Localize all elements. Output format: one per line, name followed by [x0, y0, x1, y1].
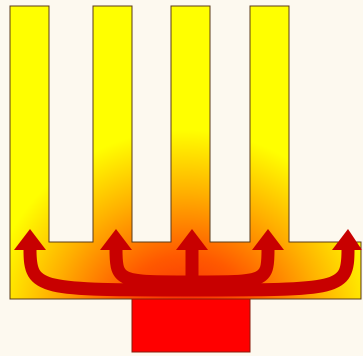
- heat-source-block: [132, 299, 250, 352]
- heat-gradient-fill: [0, 0, 363, 300]
- heat-sink: [0, 0, 363, 300]
- arrow-up-icon: [332, 229, 362, 250]
